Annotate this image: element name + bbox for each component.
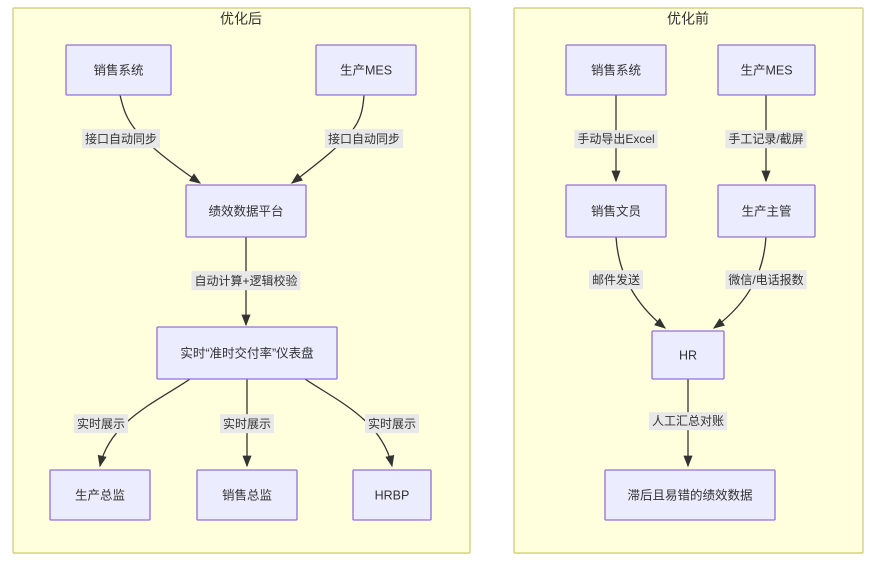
edge-label-e1: 接口自动同步: [81, 129, 161, 149]
node-box[interactable]: [65, 44, 172, 96]
edge-label-background: [725, 270, 807, 290]
node-label: 生产MES: [740, 63, 792, 77]
edge-label-background: [364, 414, 420, 434]
edge-label-e9: 邮件发送: [588, 270, 644, 290]
edge-label-e6: 实时展示: [364, 414, 420, 434]
node-box[interactable]: [717, 184, 816, 238]
node-box[interactable]: [196, 469, 298, 521]
node-b-prod-sup[interactable]: 生产主管: [717, 184, 816, 238]
node-box[interactable]: [604, 469, 776, 521]
node-box[interactable]: [185, 184, 307, 238]
node-box[interactable]: [315, 44, 417, 96]
edge-label-text: 手工记录/截屏: [728, 132, 803, 146]
node-box[interactable]: [49, 469, 151, 521]
node-b-mes[interactable]: 生产MES: [717, 44, 816, 96]
cluster-title: 优化后: [220, 11, 262, 27]
node-label: 滞后且易错的绩效数据: [627, 487, 752, 502]
node-label: 生产主管: [741, 203, 791, 218]
node-label: 实时“准时交付率”仪表盘: [180, 345, 313, 360]
edge-label-e8: 手工记录/截屏: [725, 130, 807, 149]
edge-label-text: 邮件发送: [592, 272, 640, 287]
node-b-hr[interactable]: HR: [651, 330, 725, 380]
edge-label-text: 实时展示: [223, 416, 271, 431]
edge-label-text: 人工汇总对账: [652, 414, 724, 428]
edge-label-background: [588, 270, 644, 290]
edge-label-background: [648, 412, 728, 431]
node-b-sales-sys[interactable]: 销售系统: [565, 44, 667, 96]
edge-label-background: [191, 271, 301, 291]
node-label: 销售系统: [93, 62, 143, 77]
cluster-title: 优化前: [667, 11, 709, 27]
node-b-sales-clerk[interactable]: 销售文员: [565, 184, 667, 238]
edge-label-text: 自动计算+逻辑校验: [194, 273, 297, 288]
edge-label-background: [725, 130, 807, 149]
edge-label-e11: 人工汇总对账: [648, 412, 728, 431]
edge-label-e4: 实时展示: [73, 414, 129, 434]
edge-label-e10: 微信/电话报数: [725, 270, 807, 290]
edge-label-text: 手动导出Excel: [577, 132, 654, 146]
node-label: 销售文员: [591, 203, 641, 218]
edge-label-text: 实时展示: [368, 416, 416, 431]
node-label: HRBP: [375, 488, 410, 502]
node-box[interactable]: [565, 184, 667, 238]
edge-a-dashboard-to-a-hrbp: [304, 378, 395, 468]
edge-label-background: [574, 130, 658, 149]
edge-label-text: 微信/电话报数: [728, 272, 803, 287]
edge-a-dashboard-to-a-prod-dir: [97, 378, 191, 468]
edge-label-background: [324, 129, 404, 149]
node-a-dashboard[interactable]: 实时“准时交付率”仪表盘: [156, 326, 338, 380]
edge-label-e3: 自动计算+逻辑校验: [191, 271, 301, 291]
node-box[interactable]: [651, 330, 725, 380]
node-box[interactable]: [717, 44, 816, 96]
node-a-sales-sys[interactable]: 销售系统: [65, 44, 172, 96]
edge-label-background: [73, 414, 129, 434]
edge-label-background: [219, 414, 275, 434]
node-a-sales-dir[interactable]: 销售总监: [196, 469, 298, 521]
edge-label-group: 接口自动同步接口自动同步自动计算+逻辑校验实时展示实时展示实时展示手动导出Exc…: [73, 129, 807, 434]
node-box[interactable]: [352, 469, 432, 521]
node-label: 销售总监: [222, 487, 272, 502]
edge-label-e7: 手动导出Excel: [574, 130, 658, 149]
edge-label-text: 接口自动同步: [85, 131, 157, 146]
node-a-platform[interactable]: 绩效数据平台: [185, 184, 307, 238]
node-a-prod-dir[interactable]: 生产总监: [49, 469, 151, 521]
node-a-mes[interactable]: 生产MES: [315, 44, 417, 96]
node-b-result[interactable]: 滞后且易错的绩效数据: [604, 469, 776, 521]
node-label: 销售系统: [591, 62, 641, 77]
edge-label-e5: 实时展示: [219, 414, 275, 434]
node-box[interactable]: [156, 326, 338, 380]
edge-label-text: 接口自动同步: [328, 131, 400, 146]
node-a-hrbp[interactable]: HRBP: [352, 469, 432, 521]
edge-label-e2: 接口自动同步: [324, 129, 404, 149]
edge-label-text: 实时展示: [77, 416, 125, 431]
node-label: 绩效数据平台: [208, 203, 283, 218]
node-label: 生产MES: [340, 63, 392, 77]
node-label: 生产总监: [75, 488, 125, 502]
node-label: HR: [679, 348, 697, 362]
node-box[interactable]: [565, 44, 667, 96]
edge-label-background: [81, 129, 161, 149]
